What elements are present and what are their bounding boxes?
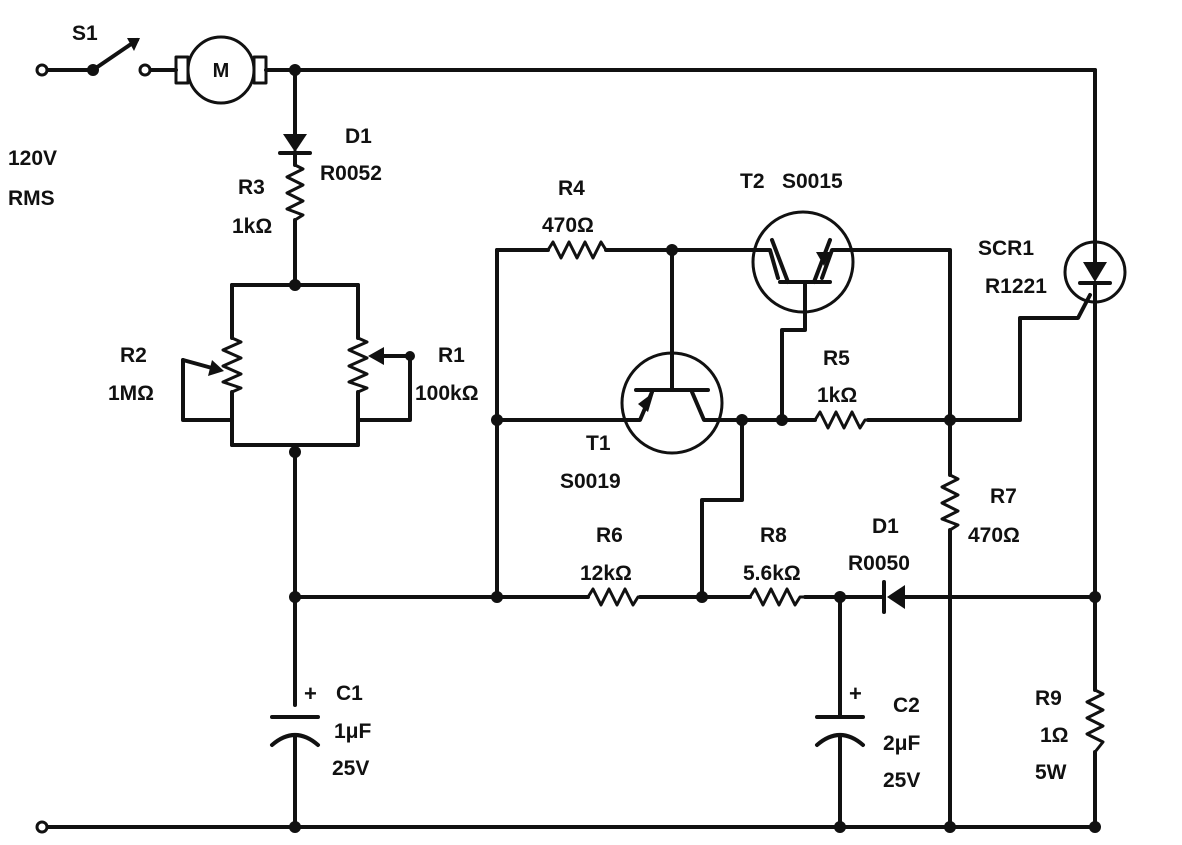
resistor-r4: R4 470Ω	[542, 177, 608, 260]
capacitor-c2: + C2 2μF 25V	[815, 681, 921, 792]
r4-label: R4	[558, 177, 585, 200]
d1-bottom-label: D1	[872, 515, 899, 538]
capacitor-c1: + C1 1μF 25V	[270, 681, 372, 780]
r3-label: R3	[238, 176, 265, 199]
r4-value: 470Ω	[542, 214, 594, 237]
r8-label: R8	[760, 524, 787, 547]
r5-value: 1kΩ	[817, 384, 857, 407]
supply-label: 120V RMS	[8, 147, 57, 210]
c2-value: 2μF	[883, 732, 921, 755]
r6-label: R6	[596, 524, 623, 547]
scr1-part: R1221	[985, 275, 1047, 298]
c2-polarity: +	[849, 681, 862, 706]
junction-nodes	[289, 64, 1101, 833]
diode-d1-bottom: D1 R0050	[848, 515, 910, 614]
c1-label: C1	[336, 682, 363, 705]
d1-top-label: D1	[345, 125, 372, 148]
d1-top-part: R0052	[320, 162, 382, 185]
r7-value: 470Ω	[968, 524, 1020, 547]
diode-d1-top: D1 R0052	[278, 125, 382, 185]
c2-label: C2	[893, 694, 920, 717]
r9-power: 5W	[1035, 761, 1067, 784]
resistor-r6: R6 12kΩ	[580, 524, 642, 607]
d1-bottom-part: R0050	[848, 552, 910, 575]
r6-value: 12kΩ	[580, 562, 632, 585]
r7-label: R7	[990, 485, 1017, 508]
t1-label: T1	[586, 432, 611, 455]
switch-s1: S1	[72, 22, 152, 77]
motor-label: M	[213, 60, 230, 82]
resistor-r3: R3 1kΩ	[232, 163, 305, 238]
t1-part: S0019	[560, 470, 621, 493]
r1-value: 100kΩ	[415, 382, 479, 405]
scr1-label: SCR1	[978, 237, 1034, 260]
r8-value: 5.6kΩ	[743, 562, 801, 585]
resistor-r9: R9 1Ω 5W	[1035, 687, 1105, 784]
r3-value: 1kΩ	[232, 215, 272, 238]
transistor-t1: T1 S0019	[560, 351, 724, 493]
r5-label: R5	[823, 347, 850, 370]
potentiometer-r1: R1 100kΩ	[347, 336, 479, 405]
scr-scr1: SCR1 R1221	[978, 237, 1127, 320]
resistor-r8: R8 5.6kΩ	[743, 524, 807, 607]
c2-voltage: 25V	[883, 769, 920, 792]
switch-label: S1	[72, 22, 98, 45]
r2-label: R2	[120, 344, 147, 367]
potentiometer-r2: R2 1MΩ	[108, 336, 243, 405]
t2-part: S0015	[782, 170, 843, 193]
supply-type: RMS	[8, 187, 55, 210]
t2-label: T2	[740, 170, 765, 193]
r9-label: R9	[1035, 687, 1062, 710]
supply-voltage: 120V	[8, 147, 57, 170]
c1-value: 1μF	[334, 720, 372, 743]
motor-icon: M	[174, 35, 268, 105]
resistor-r7: R7 470Ω	[940, 473, 1020, 547]
c1-polarity: +	[304, 681, 317, 706]
c1-voltage: 25V	[332, 757, 369, 780]
transistor-t2: T2 S0015	[740, 170, 855, 314]
r1-label: R1	[438, 344, 465, 367]
r2-value: 1MΩ	[108, 382, 154, 405]
resistor-r5: R5 1kΩ	[813, 347, 870, 430]
r9-value: 1Ω	[1040, 724, 1069, 747]
supply-terminals	[35, 63, 49, 834]
